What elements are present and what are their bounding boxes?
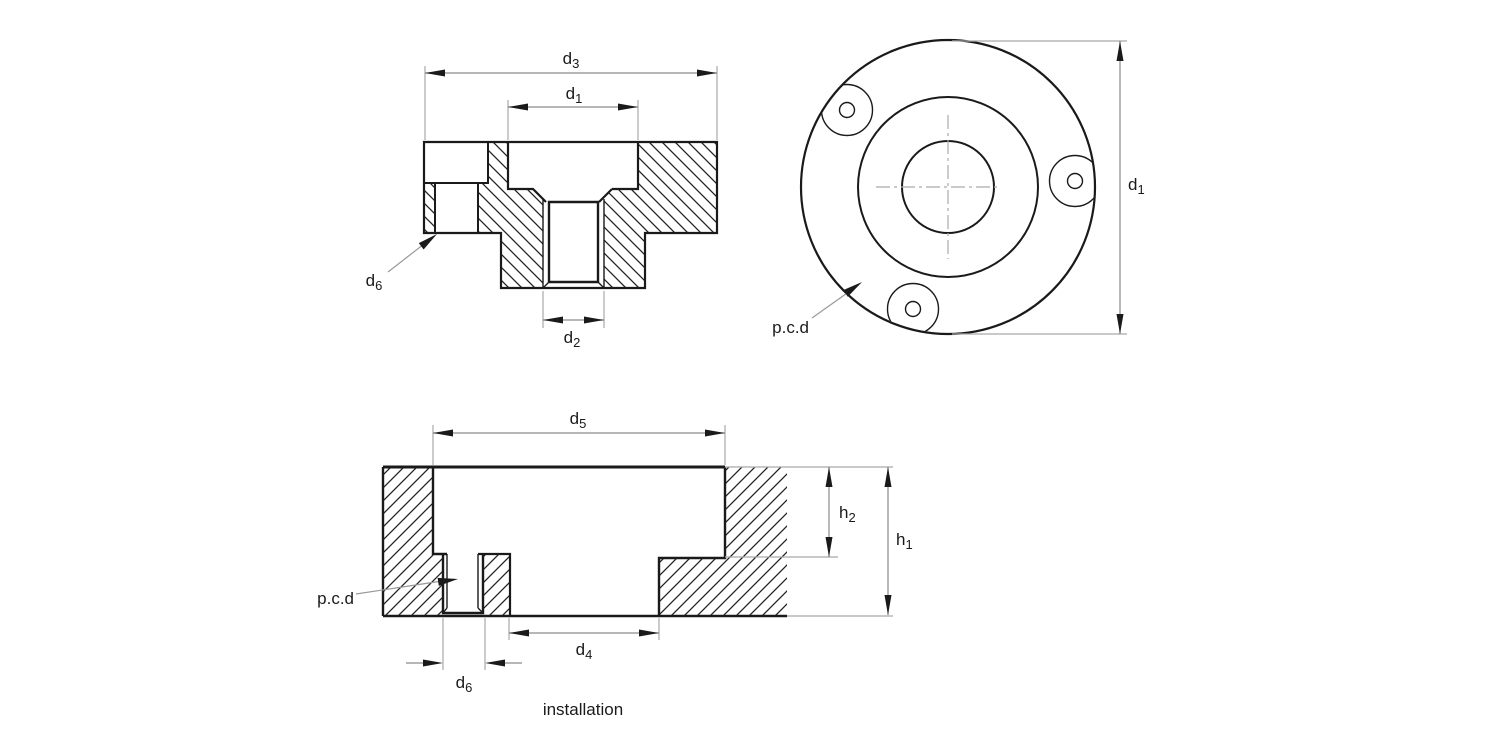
thread-outer-line [542, 199, 605, 289]
arrowhead [825, 537, 833, 557]
arrowhead [509, 629, 529, 637]
arrowhead [433, 429, 453, 437]
arrowhead [618, 103, 638, 111]
recess-edge [506, 142, 640, 203]
arrowhead [705, 429, 725, 437]
arrowhead [437, 577, 458, 586]
dim-label-h1: h1 [896, 530, 913, 552]
arrowhead [543, 316, 563, 324]
screw-slot-outer [441, 554, 485, 615]
caption-installation: installation [543, 700, 623, 719]
arrowhead [485, 659, 505, 667]
dim-label-d5: d5 [570, 409, 587, 431]
hatch-region [659, 467, 787, 616]
section-view: d3 d1 d2 d6 [366, 49, 719, 350]
leader-label-pcd: p.c.d [772, 318, 809, 337]
arrowhead [1116, 314, 1124, 334]
cavity-right-wall [657, 467, 727, 616]
arrowhead [825, 467, 833, 487]
slot-right-strip [478, 552, 512, 616]
leader-line-pcd [811, 290, 851, 319]
dim-label-d2: d2 [564, 328, 581, 350]
extension-line [424, 66, 718, 140]
lobe-arc [886, 282, 940, 333]
arrowhead [843, 282, 862, 297]
screw-slot-thread [442, 554, 484, 614]
bolt-hole [904, 300, 922, 318]
bolt-hole [838, 101, 856, 119]
thread-inner-line [547, 200, 600, 284]
dim-label-d1: d1 [566, 84, 583, 106]
hatch-region [478, 142, 543, 288]
installation-view: d5 h2 h1 d4 d6 p.c.d installation [317, 409, 913, 719]
leader-line-pcd-installation [355, 580, 443, 595]
arrowhead [423, 659, 443, 667]
leader-label-pcd-installation: p.c.d [317, 589, 354, 608]
bolt-hole [1066, 172, 1084, 190]
arrowhead [584, 316, 604, 324]
dim-label-d4: d4 [576, 640, 593, 662]
lobe-arc [820, 83, 874, 137]
arrowhead [425, 69, 445, 77]
arrowhead [884, 467, 892, 487]
part-outline [422, 140, 719, 290]
arrowhead [418, 234, 437, 250]
extension-line [952, 40, 1127, 335]
hatch-region [383, 467, 443, 616]
extension-line [508, 618, 660, 640]
arrowhead [508, 103, 528, 111]
hatch-region [424, 183, 435, 233]
dim-label-d1-front: d1 [1128, 175, 1145, 197]
extension-line [542, 291, 605, 328]
lobe-arc [1048, 154, 1094, 208]
arrowhead [1116, 41, 1124, 61]
dim-label-d3: d3 [563, 49, 580, 71]
extension-line [725, 466, 893, 617]
middle-circle [857, 96, 1039, 278]
d6-hole-edge [434, 182, 479, 233]
extension-line [442, 618, 486, 670]
dim-label-d6-installation: d6 [456, 673, 473, 695]
hatch-region [483, 554, 510, 616]
arrowhead [697, 69, 717, 77]
bolt-hole-lobes [820, 83, 1094, 333]
counterbore-edge [424, 142, 489, 184]
leader-label-d6: d6 [366, 271, 383, 293]
cavity-left-wall [431, 467, 447, 556]
outer-circle [799, 38, 1097, 336]
extension-line [432, 425, 726, 465]
dim-label-h2: h2 [839, 503, 856, 525]
front-view: d1 p.c.d [772, 38, 1145, 337]
arrowhead [884, 595, 892, 615]
arrowhead [639, 629, 659, 637]
hatch-region [604, 142, 717, 288]
